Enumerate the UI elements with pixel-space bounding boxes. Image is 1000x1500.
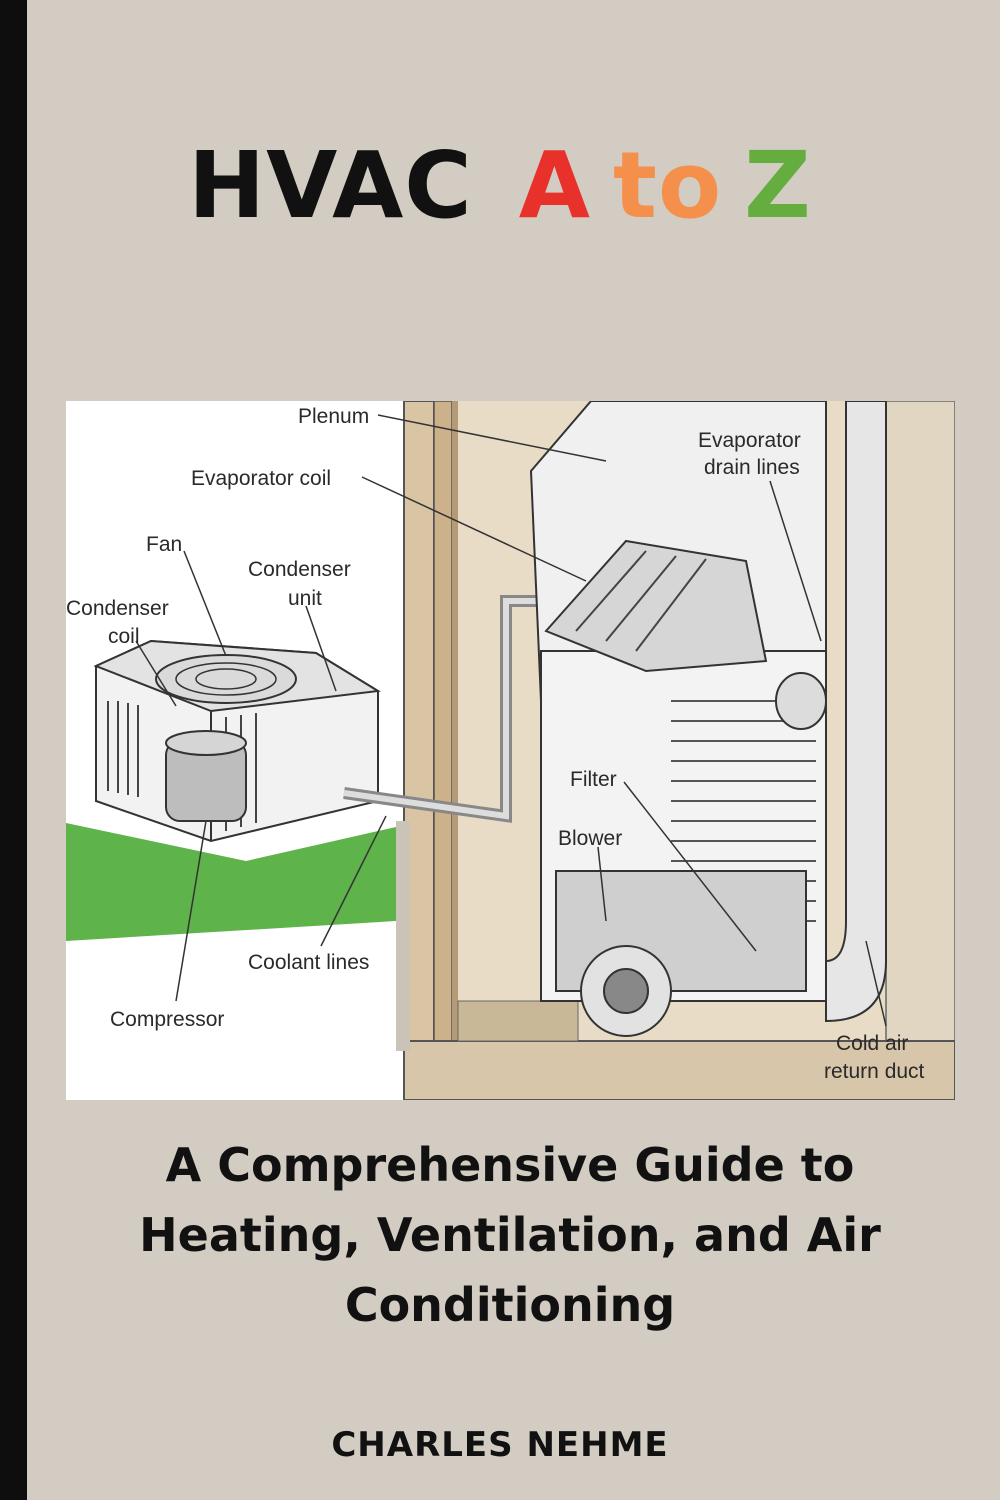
label-condenser-unit-2: unit bbox=[288, 587, 322, 610]
label-evaporator-drain-1: Evaporator bbox=[698, 429, 801, 452]
label-blower: Blower bbox=[558, 827, 622, 850]
label-fan: Fan bbox=[146, 533, 182, 556]
subtitle-line-3: Conditioning bbox=[344, 1278, 676, 1332]
title-a: A bbox=[518, 132, 591, 239]
title-z: Z bbox=[744, 132, 812, 239]
label-compressor: Compressor bbox=[110, 1008, 224, 1031]
book-spine bbox=[0, 0, 27, 1500]
label-cold-air-2: return duct bbox=[824, 1060, 925, 1083]
label-cold-air-1: Cold air bbox=[836, 1032, 908, 1055]
label-condenser-unit-1: Condenser bbox=[248, 558, 351, 581]
label-plenum: Plenum bbox=[298, 405, 369, 428]
title-to: to bbox=[612, 132, 723, 239]
label-coolant-lines: Coolant lines bbox=[248, 951, 369, 974]
book-author: CHARLES NEHME bbox=[331, 1425, 669, 1465]
label-evaporator-drain-2: drain lines bbox=[704, 456, 800, 479]
hvac-system-illustration: Plenum Evaporator coil Evaporator drain … bbox=[66, 401, 955, 1100]
book-subtitle: A Comprehensive Guide to Heating, Ventil… bbox=[60, 1130, 960, 1340]
subtitle-line-2: Heating, Ventilation, and Air bbox=[139, 1208, 881, 1262]
hvac-diagram-svg: Plenum Evaporator coil Evaporator drain … bbox=[66, 401, 955, 1100]
label-filter: Filter bbox=[570, 768, 617, 791]
title-hvac: HVAC bbox=[188, 132, 473, 239]
label-condenser-coil-1: Condenser bbox=[66, 597, 169, 620]
label-condenser-coil-2: coil bbox=[108, 625, 140, 648]
subtitle-line-1: A Comprehensive Guide to bbox=[165, 1138, 855, 1192]
label-evaporator-coil: Evaporator coil bbox=[191, 467, 331, 490]
